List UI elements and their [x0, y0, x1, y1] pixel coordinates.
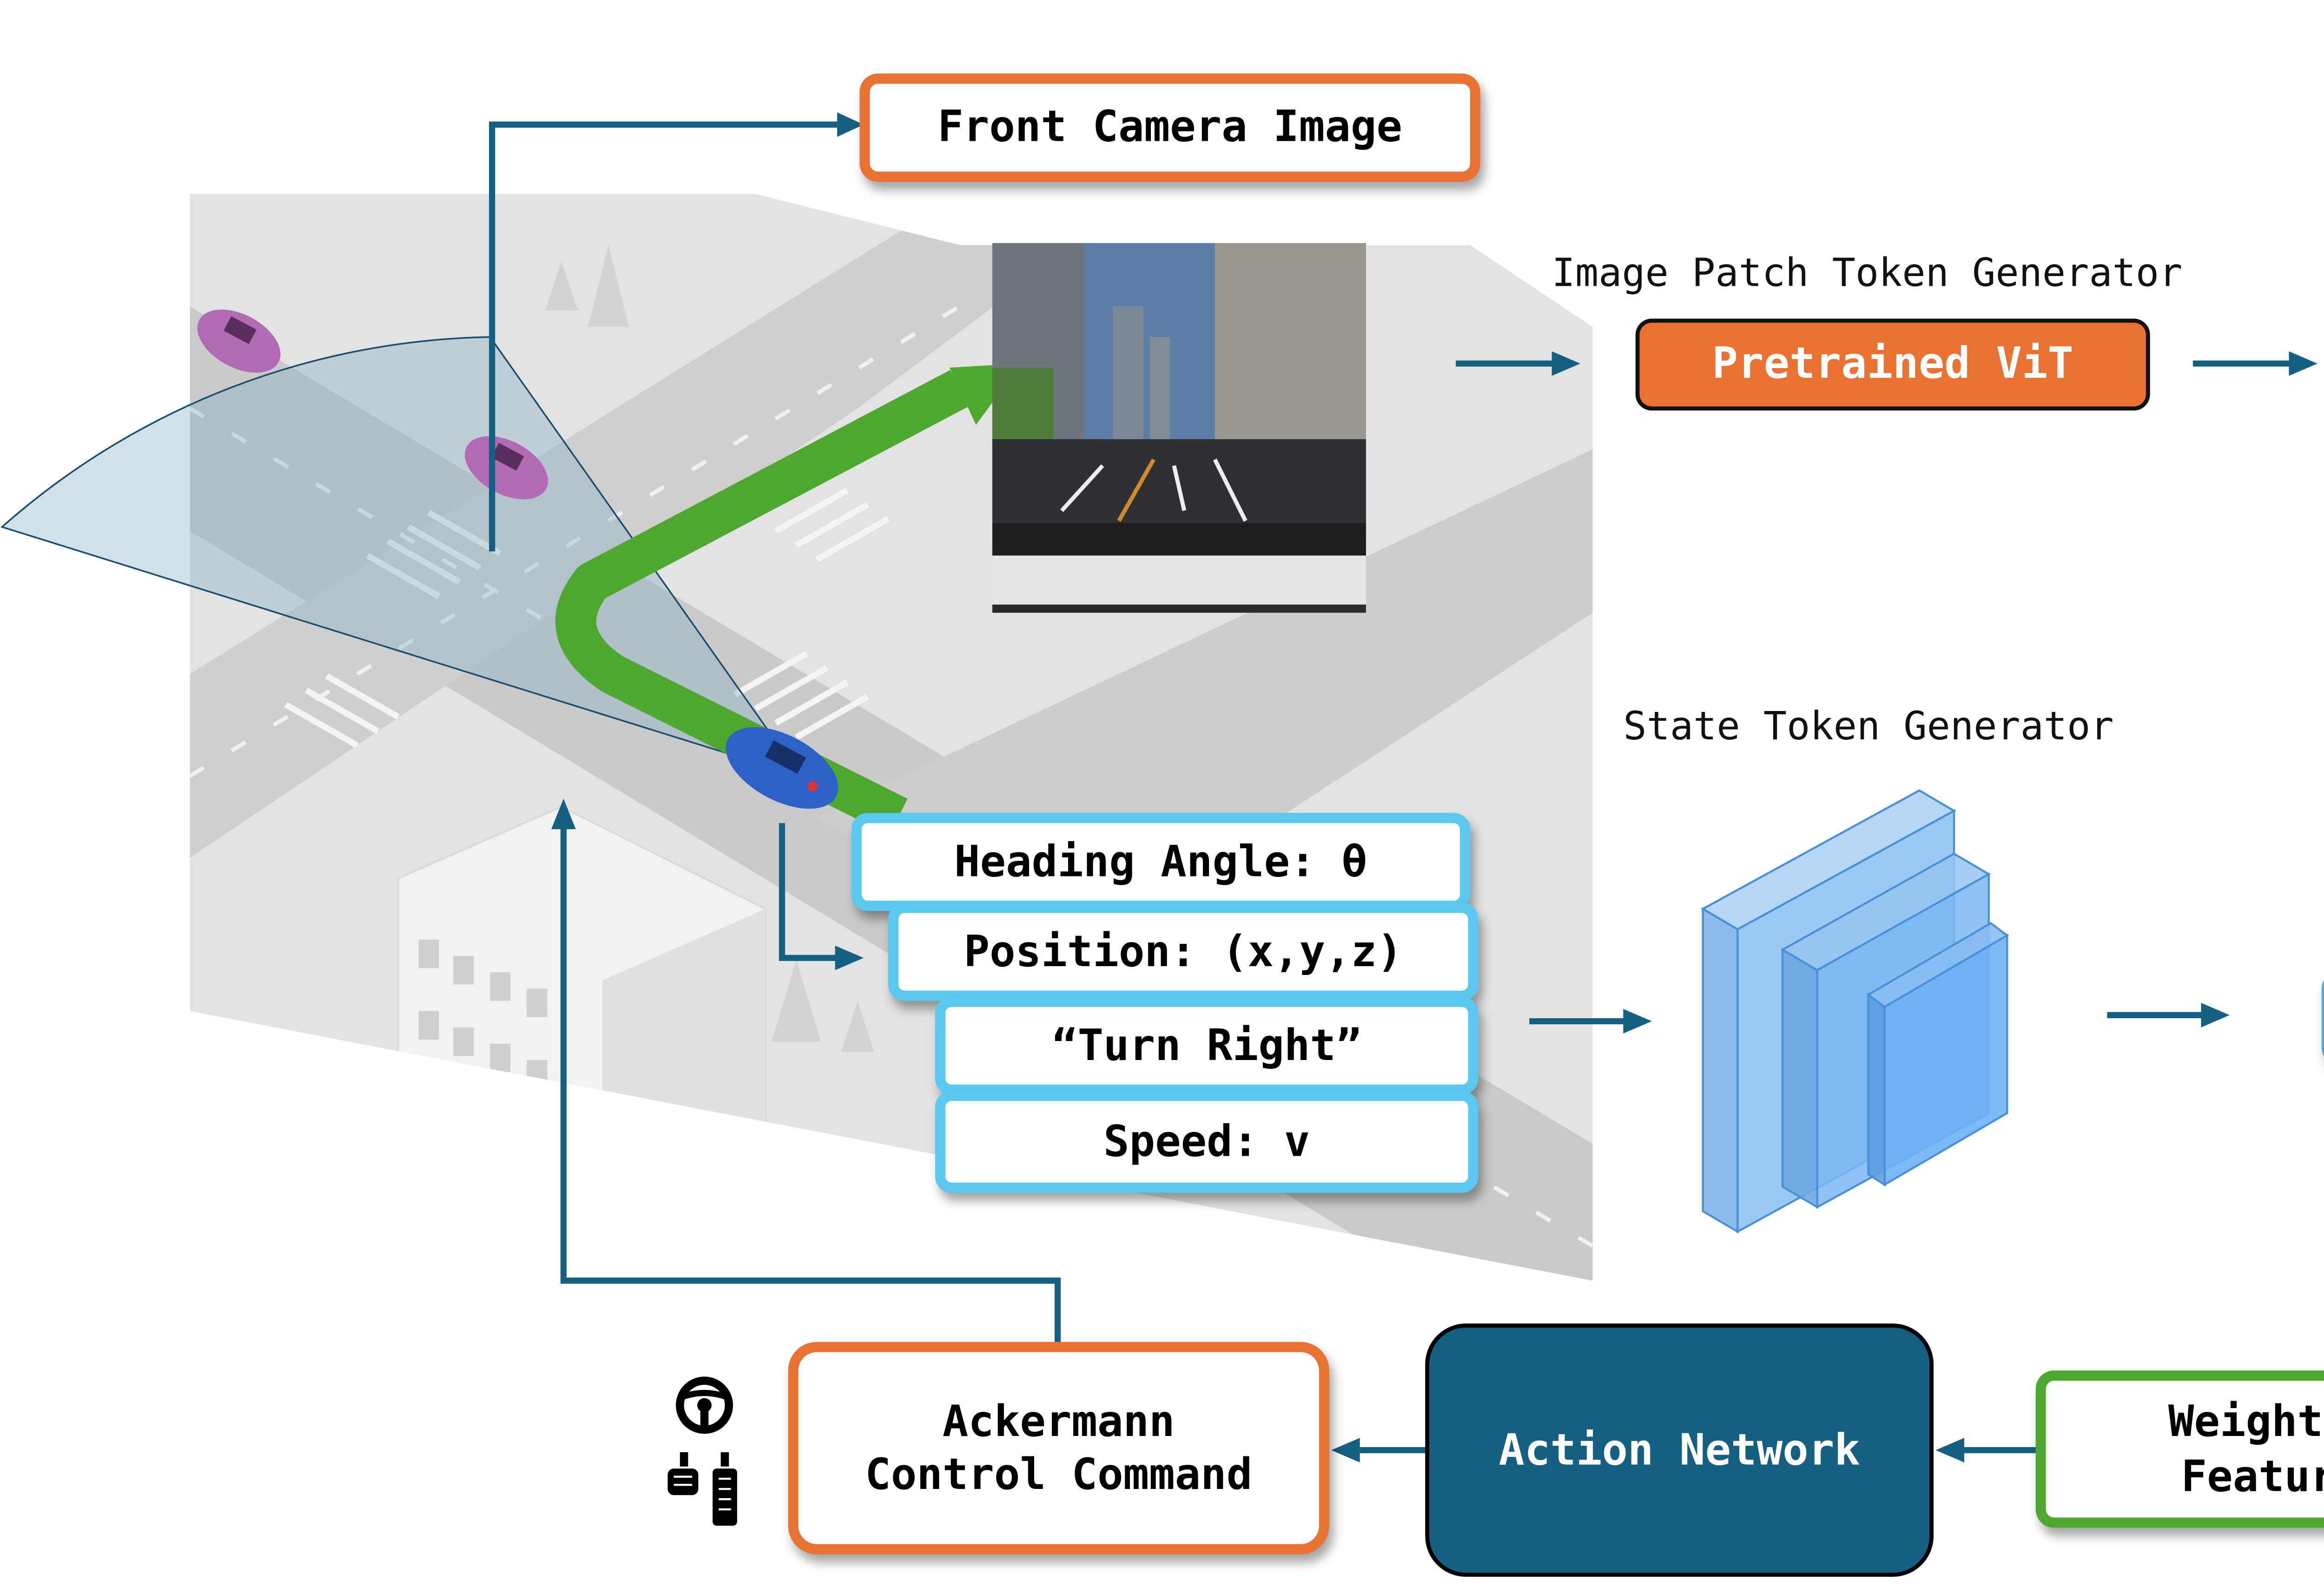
purple-car-icon [197, 309, 281, 373]
arrowhead [1935, 1438, 1964, 1462]
connector-to-front-camera [489, 121, 838, 552]
heading-angle-box: Heading Angle: θ [851, 813, 1470, 911]
arrowhead [2201, 1002, 2230, 1027]
ackermann-label-line2: Control Command [865, 1450, 1253, 1500]
position-box: Position: (x,y,z) [888, 902, 1479, 1001]
command-box: “Turn Right” [935, 996, 1479, 1095]
action-network-box: Action Network [1425, 1324, 1934, 1577]
state-token-generator-label: State Token Generator [1623, 705, 2114, 750]
planned-path [555, 370, 970, 836]
ackermann-label-line1: Ackermann [942, 1396, 1175, 1446]
purple-car-icon [464, 436, 548, 500]
steering-wheel-and-pedals-icon [667, 1376, 737, 1526]
arrowhead [2289, 351, 2317, 376]
arrowhead [1552, 351, 1581, 376]
speed-box: Speed: v [935, 1090, 1479, 1193]
ego-car-icon [726, 727, 838, 809]
weighted-feature-box: Weighted Feature [2035, 1370, 2324, 1528]
front-camera-image-box: Front Camera Image [859, 73, 1480, 182]
command-label: “Turn Right” [1051, 1021, 1362, 1070]
state-token-box: State Token [2321, 972, 2324, 1064]
state-generator-blocks [1701, 789, 2009, 1234]
arrowhead [837, 112, 864, 137]
front-camera-image [992, 243, 1366, 613]
connector-car-to-state-inputs [779, 823, 838, 961]
position-label: Position: (x,y,z) [964, 927, 1403, 976]
arrowhead [835, 945, 864, 970]
pretrained-vit-label: Pretrained ViT [1712, 340, 2073, 389]
heading-angle-label: Heading Angle: θ [954, 837, 1367, 886]
image-patch-token-generator-label: Image Patch Token Generator [1552, 251, 2183, 296]
speed-label: Speed: v [1103, 1117, 1310, 1166]
action-network-label: Action Network [1499, 1425, 1860, 1475]
front-camera-image-label: Front Camera Image [938, 103, 1402, 152]
arrowhead [551, 798, 576, 830]
weighted-feature-label-line1: Weighted [2168, 1397, 2324, 1447]
pretrained-vit-box: Pretrained ViT [1635, 318, 2150, 411]
arrowhead [1623, 1009, 1652, 1034]
arrowhead [1331, 1438, 1360, 1462]
connector-control-to-vehicle [560, 827, 1061, 1342]
ackermann-control-box: Ackermann Control Command [788, 1342, 1329, 1554]
weighted-feature-label-line2: Feature [2181, 1451, 2324, 1501]
